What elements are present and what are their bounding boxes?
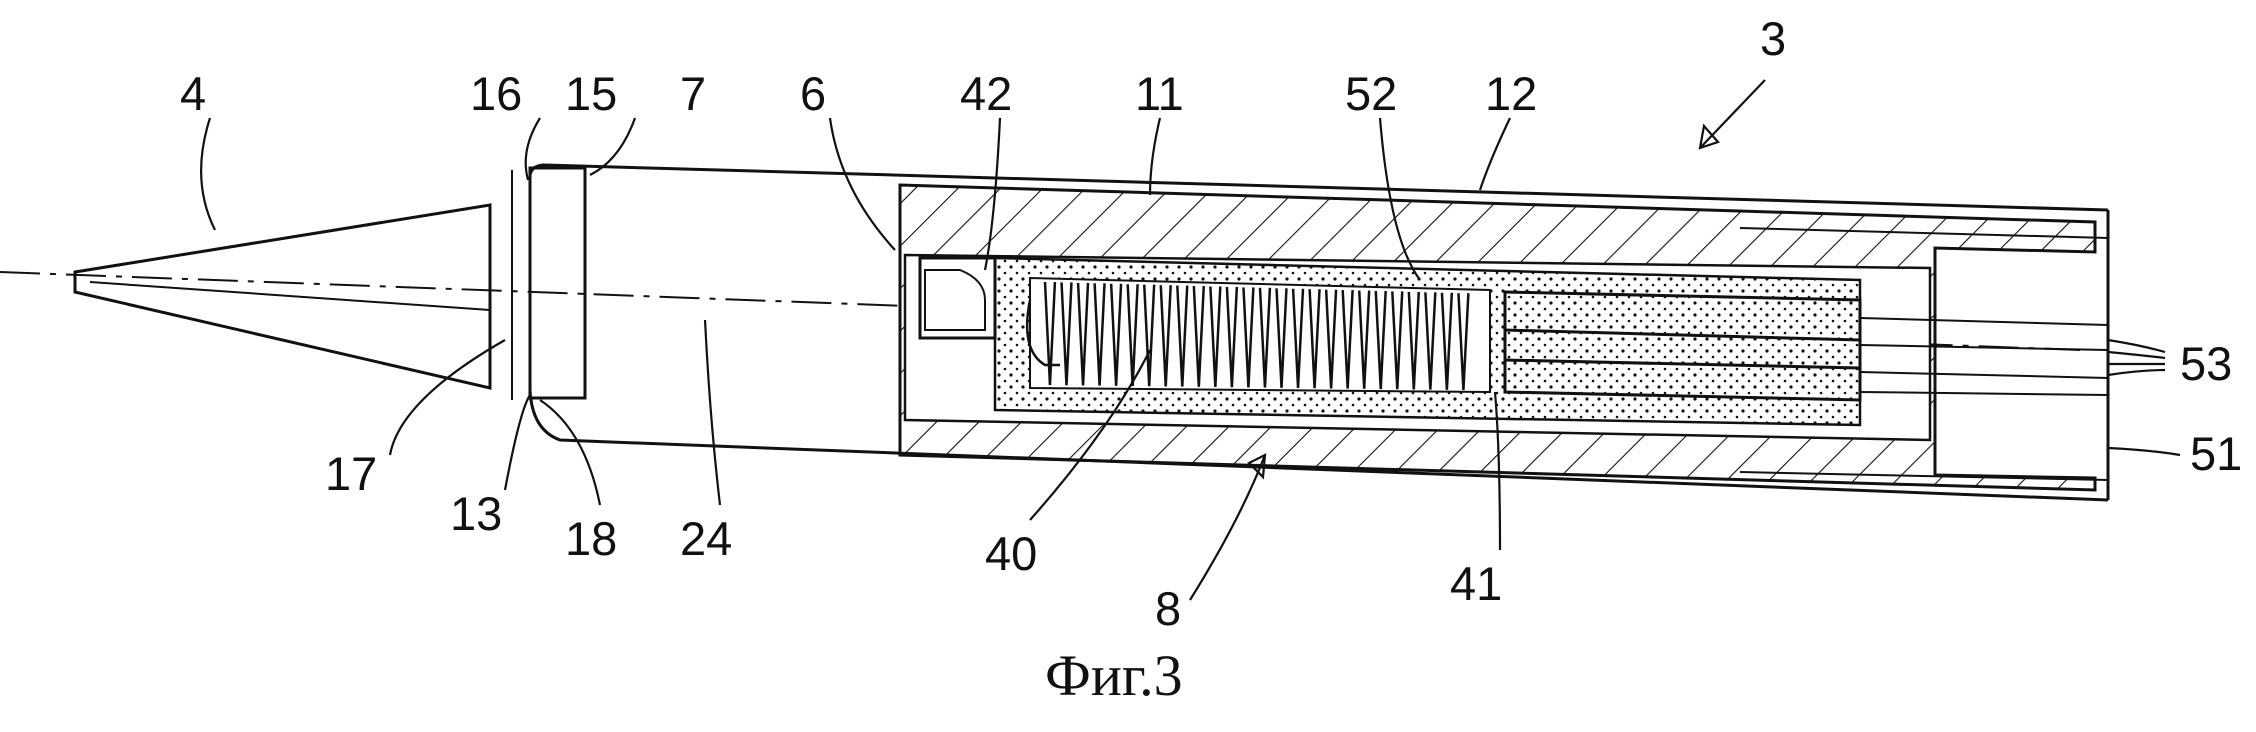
end-plug bbox=[918, 256, 997, 340]
label-11: 11 bbox=[1135, 67, 1184, 120]
label-8: 8 bbox=[1155, 582, 1181, 635]
lead-lines bbox=[200, 79, 2181, 601]
label-7: 7 bbox=[680, 67, 706, 120]
label-53: 53 bbox=[2180, 337, 2232, 390]
reference-labels: 3 4 16 15 7 6 42 11 52 12 53 51 17 13 18… bbox=[180, 12, 2242, 635]
label-3: 3 bbox=[1760, 12, 1786, 65]
label-24: 24 bbox=[680, 512, 732, 565]
label-17: 17 bbox=[325, 447, 377, 500]
heating-coil bbox=[1025, 281, 1470, 391]
label-4: 4 bbox=[180, 67, 206, 120]
connector-wires bbox=[1503, 227, 2109, 481]
conical-tip bbox=[73, 203, 492, 390]
label-16: 16 bbox=[470, 67, 522, 120]
label-15: 15 bbox=[565, 67, 617, 120]
label-41: 41 bbox=[1450, 557, 1502, 610]
flange bbox=[511, 166, 587, 400]
label-52: 52 bbox=[1345, 67, 1397, 120]
figure-caption: Фиг.3 bbox=[1045, 643, 1183, 708]
label-12: 12 bbox=[1485, 67, 1537, 120]
label-40: 40 bbox=[985, 527, 1037, 580]
outer-sheath bbox=[528, 163, 2110, 502]
label-42: 42 bbox=[960, 67, 1012, 120]
label-13: 13 bbox=[450, 487, 502, 540]
label-51: 51 bbox=[2190, 427, 2242, 480]
label-18: 18 bbox=[565, 512, 617, 565]
label-6: 6 bbox=[800, 67, 826, 120]
